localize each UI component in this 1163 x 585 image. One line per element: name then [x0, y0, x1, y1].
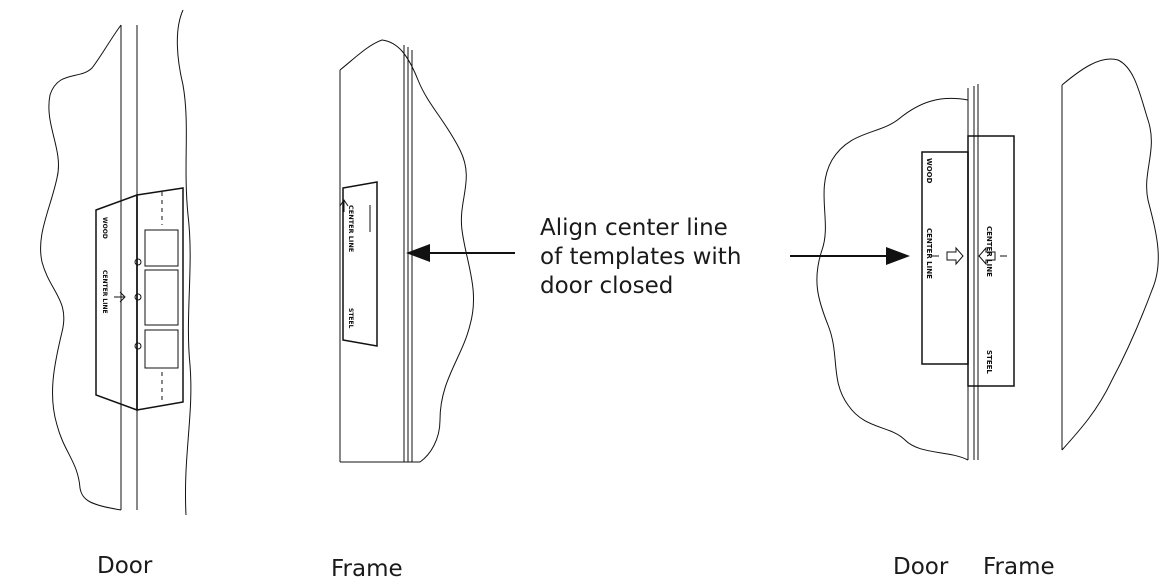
caption-door-left: Door	[97, 553, 153, 579]
door-template-wood-label: WOOD	[101, 217, 108, 239]
closed-frame-centerline-label: CENTER LINE	[985, 226, 993, 277]
closed-door-centerline-label: CENTER LINE	[925, 228, 933, 279]
door-template-hole-2	[144, 269, 179, 326]
frame-template-steel-label: STEEL	[347, 308, 354, 329]
callout-arrows	[406, 244, 910, 265]
right-arrow-head	[886, 247, 910, 265]
callout-line-3: door closed	[540, 273, 674, 299]
frame-template	[342, 181, 378, 347]
frame-torn-outline	[339, 39, 474, 463]
door-template-marker-3	[134, 342, 142, 350]
door-torn-outline	[40, 9, 192, 516]
door-template-edge	[136, 187, 184, 411]
closed-wood-label: WOOD	[925, 158, 933, 184]
caption-door-right: Door	[893, 554, 949, 580]
frame-arrow-icon	[339, 199, 349, 212]
closed-steel-label: STEEL	[985, 350, 993, 374]
caption-frame-right: Frame	[983, 554, 1055, 580]
caption-frame-middle: Frame	[331, 556, 403, 582]
closed-torn-outline	[816, 58, 1159, 461]
door-template-marker-1	[134, 293, 142, 301]
left-arrow-head	[406, 244, 430, 262]
door-arrow-icon	[114, 291, 126, 303]
door-template-hole-1	[144, 229, 179, 267]
door-template-centerline-label: CENTER LINE	[101, 270, 108, 314]
door-template-hole-3	[144, 329, 179, 369]
door-illustration: WOOD CENTER LINE	[40, 9, 192, 516]
closed-arrow-left-icon	[978, 246, 996, 266]
door-template-marker-2	[134, 258, 142, 266]
callout-line-2: of templates with	[540, 244, 742, 270]
door-frame-closed-illustration: WOOD CENTER LINE CENTER LINE STEEL	[816, 58, 1159, 461]
frame-template-centerline-label: CENTER LINE	[347, 205, 355, 252]
callout-line-1: Align center line	[540, 215, 728, 241]
callout-note: Align center line of templates with door…	[540, 214, 741, 301]
frame-illustration: CENTER LINE STEEL	[339, 39, 474, 463]
closed-frame-template	[967, 135, 1015, 387]
closed-arrow-right-icon	[946, 246, 964, 266]
